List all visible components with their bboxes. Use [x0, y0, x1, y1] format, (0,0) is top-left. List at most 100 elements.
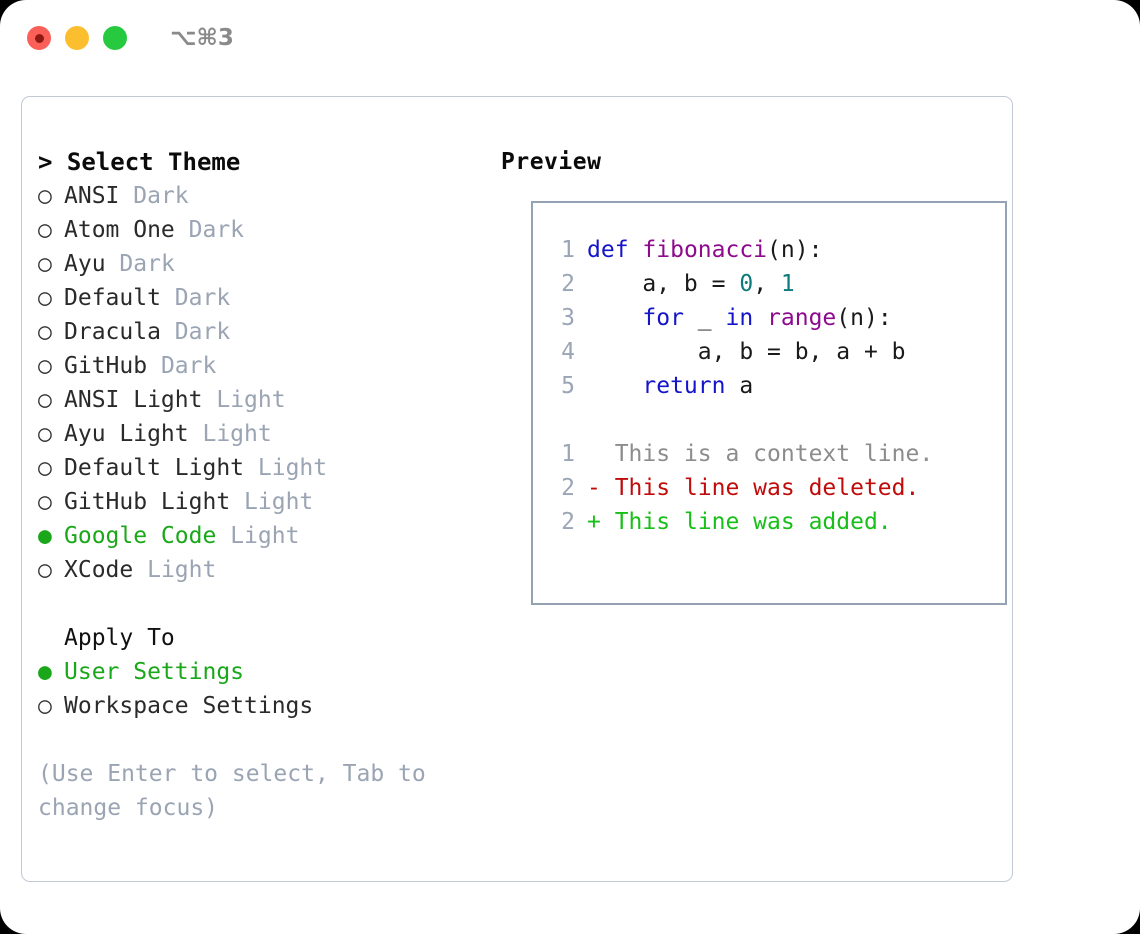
radio-unselected-icon: ○: [38, 421, 52, 447]
theme-option-ayu[interactable]: ○ Ayu Dark: [38, 247, 488, 281]
theme-option-category: Light: [244, 489, 314, 515]
spacer-2: [38, 723, 488, 757]
radio-unselected-icon: ○: [38, 455, 52, 481]
diff-marker: -: [587, 475, 615, 501]
theme-option-category: Dark: [119, 251, 175, 277]
theme-option-label: Default Light: [64, 455, 245, 481]
radio-unselected-icon: ○: [38, 693, 52, 719]
radio-unselected-icon: ○: [38, 387, 52, 413]
content-panel: > Select Theme ○ANSI Dark○Atom One Dark○…: [21, 96, 1013, 882]
theme-option-default-light[interactable]: ○ Default Light Light: [38, 451, 488, 485]
theme-option-list[interactable]: ○ANSI Dark ○ Atom One Dark ○ Ayu Dark ○ Defaul…: [38, 179, 488, 587]
zoom-button[interactable]: [103, 26, 127, 50]
theme-option-label: Ayu: [64, 251, 106, 277]
theme-option-category: Dark: [174, 285, 231, 311]
code-token: (n):: [767, 237, 823, 263]
radio-unselected-icon: ○: [38, 319, 52, 345]
apply-to-option-workspace-settings[interactable]: ○ Workspace Settings: [38, 689, 488, 723]
code-line: 3 for _ in range(n):: [549, 301, 933, 335]
theme-picker-column: > Select Theme ○ANSI Dark○Atom One Dark○…: [38, 145, 488, 825]
code-token: range: [767, 305, 837, 331]
preview-heading: Preview: [501, 149, 602, 175]
code-token: [753, 305, 767, 331]
code-token: [587, 373, 642, 399]
theme-option-xcode[interactable]: ○ XCode Light: [38, 553, 488, 587]
theme-option-dracula[interactable]: ○Dracula Dark: [38, 315, 488, 349]
theme-option-category: Light: [202, 421, 272, 447]
apply-to-option-label: User Settings: [64, 659, 245, 685]
diff-marker: [587, 441, 615, 467]
theme-option-category: Light: [230, 523, 300, 549]
line-number: 2: [561, 475, 575, 501]
keyboard-hint: (Use Enter to select, Tab to change focu…: [38, 761, 440, 821]
theme-option-label: ANSI Light: [64, 387, 203, 413]
theme-option-ansi[interactable]: ○ANSI Dark: [38, 179, 488, 213]
theme-option-github-light[interactable]: ○ GitHub Light Light: [38, 485, 488, 519]
theme-option-ayu-light[interactable]: ○Ayu Light Light: [38, 417, 488, 451]
diff-line: 1 This is a context line.: [549, 437, 933, 471]
apply-to-option-label: Workspace Settings: [64, 693, 314, 719]
apply-to-title: ○Apply To: [38, 621, 488, 655]
theme-option-category: Dark: [133, 183, 189, 209]
radio-selected-icon: ●: [38, 659, 52, 685]
close-button[interactable]: [27, 26, 51, 50]
code-token: [587, 305, 642, 331]
diff-line: 2+ This line was added.: [549, 505, 933, 539]
spacer: [38, 587, 488, 621]
diff-text: This is a context line.: [614, 441, 934, 467]
apply-to-option-user-settings[interactable]: ● User Settings: [38, 655, 488, 689]
traffic-lights: [27, 26, 127, 50]
theme-option-category: Light: [216, 387, 286, 413]
theme-option-label: XCode: [64, 557, 134, 583]
theme-option-ansi-light[interactable]: ○ ANSI Light Light: [38, 383, 488, 417]
code-token: ,: [753, 271, 781, 297]
radio-selected-icon: ●: [38, 523, 52, 549]
line-number: 1: [561, 441, 575, 467]
radio-unselected-icon: ○: [38, 217, 52, 243]
theme-option-label: Default: [64, 285, 161, 311]
radio-unselected-icon: ○: [38, 353, 52, 379]
theme-option-github[interactable]: ○GitHub Dark: [38, 349, 488, 383]
code-token: for: [642, 305, 684, 331]
theme-option-category: Light: [257, 455, 328, 481]
code-line: 2 a, b = 0, 1: [549, 267, 933, 301]
code-token: a, b =: [587, 271, 740, 297]
code-token: (n):: [836, 305, 892, 331]
minimize-button[interactable]: [65, 26, 89, 50]
theme-option-label: Dracula: [64, 319, 161, 345]
diff-text: This line was added.: [614, 509, 892, 535]
code-token: 1: [780, 271, 795, 297]
line-number: 4: [561, 339, 575, 365]
code-line: 4 a, b = b, a + b: [549, 335, 933, 369]
radio-unselected-icon: ○: [38, 557, 52, 583]
theme-option-default[interactable]: ○ Default Dark: [38, 281, 488, 315]
code-line: 5 return a: [549, 369, 933, 403]
theme-option-label: GitHub Light: [64, 489, 231, 515]
theme-option-google-code[interactable]: ● Google Code Light: [38, 519, 488, 553]
line-number: 5: [561, 373, 575, 399]
code-token: def: [587, 237, 629, 263]
theme-option-label: Atom One: [64, 217, 175, 243]
code-token: [629, 237, 643, 263]
radio-unselected-icon: ○: [38, 489, 52, 515]
diff-marker: +: [587, 509, 615, 535]
apply-to-bullet-placeholder: ○: [38, 621, 64, 655]
theme-option-label: Google Code: [64, 523, 217, 549]
code-token: in: [725, 305, 754, 331]
line-number: 1: [561, 237, 575, 263]
apply-to-option-list[interactable]: ● User Settings ○ Workspace Settings: [38, 655, 488, 723]
radio-unselected-icon: ○: [38, 285, 52, 311]
diff-lines: 1 This is a context line. 2- This line wa…: [549, 437, 933, 539]
theme-option-category: Light: [147, 557, 217, 583]
code-token: return: [642, 373, 726, 399]
title-bar: ⌥⌘3: [0, 0, 1140, 78]
select-theme-heading: > Select Theme: [38, 148, 241, 176]
code-token: a: [725, 373, 754, 399]
theme-option-atom-one[interactable]: ○Atom One Dark: [38, 213, 488, 247]
radio-unselected-icon: ○: [38, 251, 52, 277]
